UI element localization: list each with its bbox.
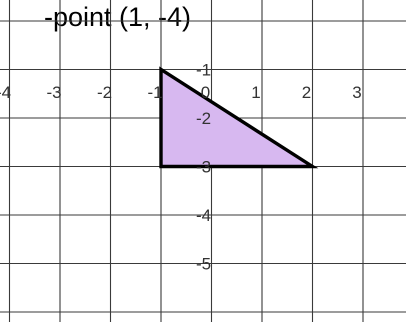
x-axis-label: -2 [97, 83, 112, 102]
y-axis-label: -2 [196, 109, 211, 128]
x-axis-label: 3 [352, 83, 361, 102]
x-axis-label: -3 [46, 83, 61, 102]
axis-labels: -4-3-2-101231-1-2-3-4-5 [0, 61, 362, 274]
x-axis-label: 1 [251, 83, 260, 102]
x-axis-label: -4 [0, 83, 11, 102]
triangle-shape[interactable] [159, 66, 319, 169]
y-axis-label: -1 [196, 61, 211, 80]
x-axis-label: 2 [302, 83, 311, 102]
y-axis-label: -5 [196, 255, 211, 274]
x-axis-label: 0 [201, 83, 210, 102]
header-text: -point (1, -4) [44, 2, 191, 32]
y-axis-label: -4 [196, 206, 211, 225]
x-axis-label: -1 [147, 83, 162, 102]
y-axis-label: -3 [196, 158, 211, 177]
